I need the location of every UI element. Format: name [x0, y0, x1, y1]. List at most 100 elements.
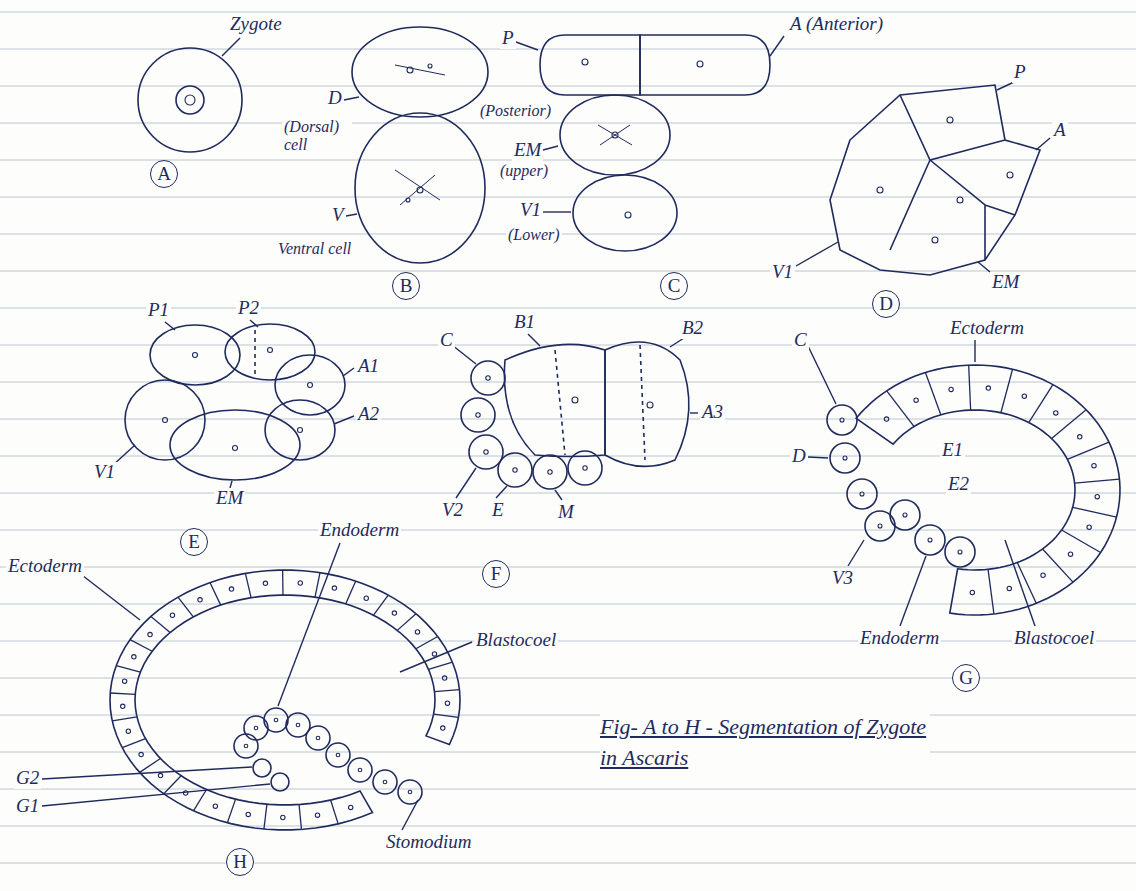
- nucleus-dot: [185, 95, 195, 105]
- nucleus-dot: [229, 587, 233, 591]
- figure-letter: G: [952, 664, 980, 692]
- leader-line: [402, 800, 418, 830]
- nucleus-dot: [122, 679, 126, 683]
- leader-line: [978, 262, 990, 272]
- part-label: P: [1012, 62, 1028, 83]
- cell-wall: [1075, 479, 1120, 483]
- nucleus-dot: [254, 726, 258, 730]
- cell-outline: [275, 355, 345, 415]
- cell-outline: [469, 435, 503, 469]
- embryo-cell-layer: [110, 570, 460, 830]
- spindle-marks: [395, 170, 440, 205]
- leader-line: [42, 767, 252, 779]
- part-label: M: [556, 502, 576, 523]
- cell-wall: [555, 350, 565, 455]
- nucleus-dot: [244, 744, 248, 748]
- cell-outline: [830, 85, 1040, 275]
- ruled-line: [0, 271, 1136, 272]
- figure-letter: A: [150, 160, 178, 188]
- part-label: Ectoderm: [948, 318, 1026, 339]
- nucleus-dot: [336, 753, 340, 757]
- nucleus-dot: [441, 726, 445, 730]
- nucleus-dot: [572, 397, 578, 403]
- leader-line: [165, 322, 175, 330]
- nucleus-dot: [1007, 172, 1013, 178]
- nucleus-dot: [697, 61, 703, 67]
- part-label: A1: [356, 356, 381, 377]
- cell-wall: [1001, 369, 1013, 412]
- ruled-line: [0, 49, 1136, 50]
- nucleus-dot: [548, 470, 552, 474]
- cell-outline: [125, 380, 205, 460]
- part-label: EM: [990, 272, 1021, 293]
- leader-line: [796, 242, 838, 266]
- part-label: E: [490, 500, 506, 521]
- nucleus-dot: [957, 197, 963, 203]
- cell-wall: [282, 570, 284, 595]
- leader-line: [848, 540, 864, 566]
- cell-outline: [945, 537, 975, 567]
- nucleus-dot: [860, 492, 864, 496]
- nucleus-dot: [126, 729, 130, 733]
- cell-wall: [315, 573, 320, 597]
- leader-line: [343, 368, 354, 376]
- nucleus-dot: [268, 348, 273, 353]
- cell-wall: [1029, 385, 1053, 423]
- nucleus-dot: [914, 398, 918, 402]
- nucleus-dot: [949, 387, 953, 391]
- cell-wall: [429, 662, 453, 669]
- cell-outline: [533, 455, 567, 489]
- figure-letter: E: [180, 528, 208, 556]
- nucleus-dot: [158, 773, 162, 777]
- endoderm-cell: [326, 743, 350, 767]
- nucleus-dot: [1068, 552, 1072, 556]
- nucleus-dot: [928, 538, 932, 542]
- nucleus-dot: [383, 780, 387, 784]
- cell-wall: [435, 690, 460, 692]
- ruled-line: [0, 863, 1136, 864]
- cell-wall: [1067, 442, 1109, 459]
- part-label: (Dorsal) cell: [282, 118, 352, 153]
- leader-line: [997, 82, 1014, 90]
- nucleus-dot: [583, 466, 587, 470]
- nucleus-dot: [132, 655, 136, 659]
- germ-cell: [271, 773, 289, 791]
- leader-line: [456, 468, 476, 498]
- zygote-nucleus: [176, 86, 204, 114]
- nucleus-dot: [878, 524, 882, 528]
- nucleus-dot: [296, 723, 300, 727]
- cell-wall: [116, 666, 140, 673]
- cell-outline: [170, 410, 300, 480]
- ruled-line: [0, 752, 1136, 753]
- cell-wall: [122, 739, 145, 748]
- nucleus-dot: [170, 613, 174, 617]
- cell-wall: [151, 616, 170, 632]
- cell-wall: [887, 391, 914, 427]
- endoderm-cell: [244, 716, 268, 740]
- leader-line: [808, 457, 828, 458]
- nucleus-dot: [432, 652, 436, 656]
- leader-line: [1036, 138, 1050, 150]
- cell-wall: [969, 365, 971, 410]
- part-label: Ectoderm: [6, 556, 84, 577]
- part-label: V1: [518, 200, 543, 221]
- nucleus-dot: [1007, 586, 1011, 590]
- figure-letter: H: [226, 848, 254, 876]
- part-label: V3: [830, 568, 855, 589]
- leader-line: [670, 338, 684, 347]
- leader-line: [400, 642, 472, 672]
- part-label: P: [500, 28, 516, 49]
- leader-line: [452, 345, 476, 364]
- nucleus-dot: [281, 815, 285, 819]
- nucleus-dot: [647, 402, 653, 408]
- leader-line: [900, 556, 926, 626]
- figure-letter: D: [872, 290, 900, 318]
- part-label: Ventral cell: [276, 240, 353, 258]
- leader-line: [543, 211, 571, 212]
- part-label: V2: [440, 500, 465, 521]
- cell-wall: [1073, 507, 1117, 517]
- cell-outline: [573, 175, 677, 251]
- nucleus-dot: [1054, 411, 1058, 415]
- nucleus-dot: [308, 383, 313, 388]
- leader-line: [278, 543, 340, 706]
